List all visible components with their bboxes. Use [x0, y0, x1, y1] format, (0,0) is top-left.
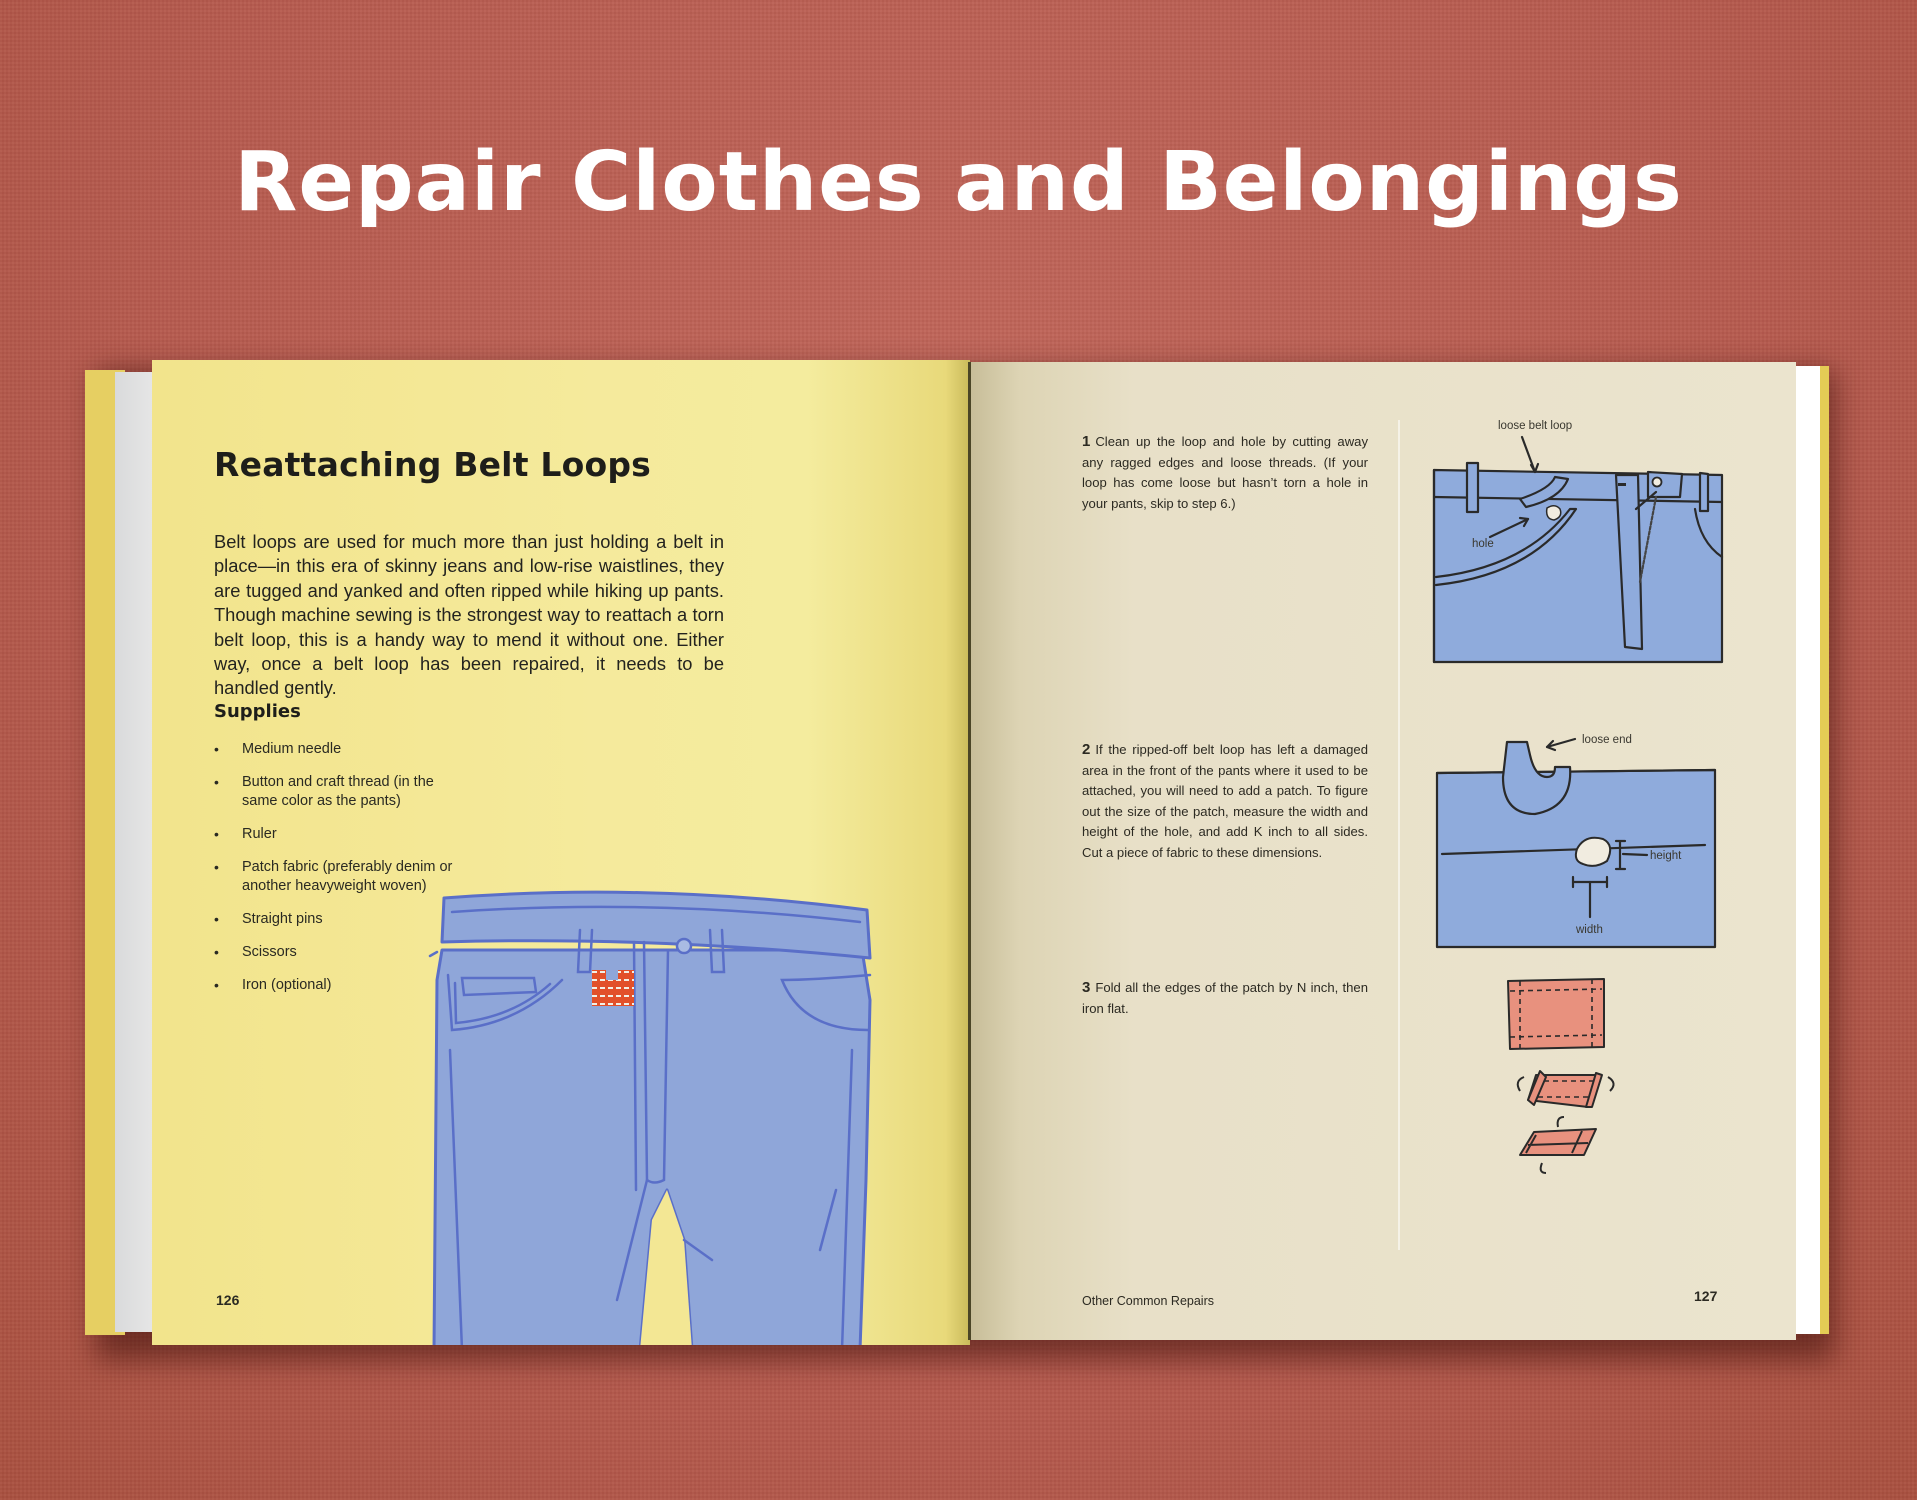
supplies-item: •Button and craft thread (in the same co… — [214, 774, 434, 809]
figure-patch-folding — [1507, 978, 1615, 1174]
supplies-item: •Medium needle — [214, 741, 342, 757]
supplies-item: •Ruler — [214, 826, 277, 842]
book-cover-right-edge — [1820, 366, 1829, 1334]
step-number: 2 — [1082, 741, 1091, 758]
banner-title: Repair Clothes and Belongings — [234, 135, 1683, 230]
bullet-icon: • — [214, 826, 219, 842]
bullet-icon: • — [214, 774, 219, 790]
page-stack-right — [1796, 366, 1822, 1334]
page-stack-left — [115, 372, 153, 1332]
jeans-illustration — [428, 890, 872, 1345]
label-loose-belt-loop: loose belt loop — [1498, 420, 1572, 432]
supplies-heading: Supplies — [214, 701, 301, 722]
supplies-item: •Straight pins — [214, 911, 323, 927]
bullet-icon: • — [214, 741, 219, 757]
figure-loose-belt-loop: loose belt loop hole — [1432, 420, 1724, 664]
left-page: Reattaching Belt Loops Belt loops are us… — [152, 360, 970, 1345]
bullet-icon: • — [214, 944, 219, 960]
bullet-icon: • — [214, 859, 219, 875]
book-spine — [968, 362, 971, 1340]
page-number-left: 126 — [216, 1292, 240, 1308]
supplies-item: •Scissors — [214, 944, 297, 960]
page-title: Reattaching Belt Loops — [214, 445, 651, 484]
bullet-icon: • — [214, 911, 219, 927]
intro-paragraph: Belt loops are used for much more than j… — [214, 531, 724, 699]
supplies-item: •Patch fabric (preferably denim or anoth… — [214, 859, 453, 894]
column-divider — [1398, 420, 1400, 1250]
label-loose-end: loose end — [1582, 734, 1632, 746]
label-width: width — [1575, 924, 1603, 936]
supplies-item: •Iron (optional) — [214, 977, 332, 993]
chapter-footer: Other Common Repairs — [1082, 1294, 1214, 1308]
bullet-icon: • — [214, 977, 219, 993]
step-number: 3 — [1082, 979, 1091, 996]
step-number: 1 — [1082, 433, 1091, 450]
figure-hole-measurement: loose end height width — [1435, 734, 1717, 949]
page-number-right: 127 — [1694, 1288, 1718, 1304]
patch-stitch-icon — [592, 970, 634, 1006]
supplies-list: •Medium needle •Button and craft thread … — [214, 740, 454, 1009]
label-height: height — [1650, 850, 1682, 862]
label-hole: hole — [1472, 538, 1494, 550]
